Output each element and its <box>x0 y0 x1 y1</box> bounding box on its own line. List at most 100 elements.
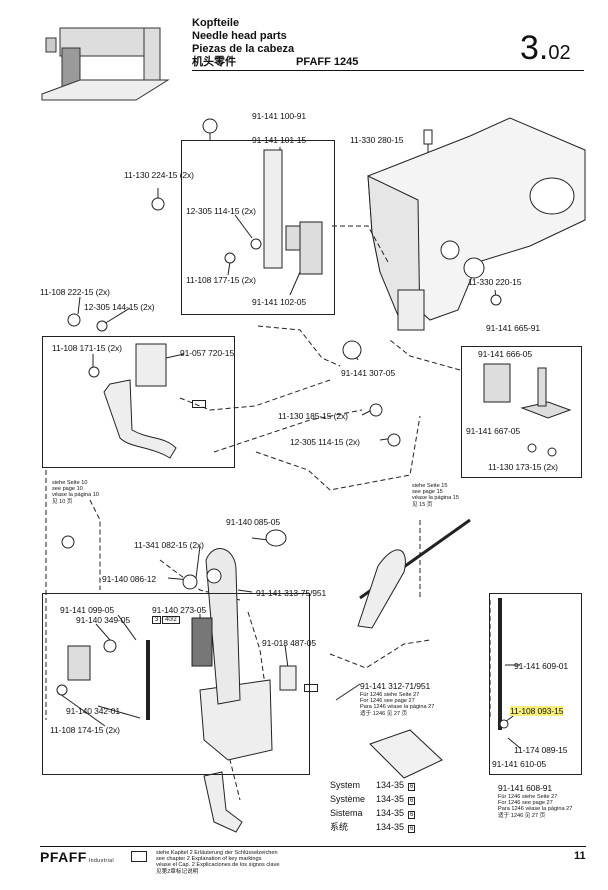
system-label: 系统 <box>330 822 349 832</box>
part-label: 91-057 720-15 <box>180 348 234 358</box>
part-label-highlighted: 11-108 093-15 <box>510 706 564 716</box>
part-label: 91-141 313-75/951 <box>256 588 327 598</box>
note-line: see page 10 <box>52 486 83 493</box>
assembly-box-2 <box>42 336 235 468</box>
system-mark: 6 <box>408 811 416 819</box>
note-line: For 1246 see page 27 <box>360 698 415 705</box>
note-line: siehe Seite 10 <box>52 480 88 486</box>
legend-line: véase el Cap. 2 Explicaciones de los sig… <box>156 862 280 869</box>
system-mark: 6 <box>408 783 416 791</box>
note-line: véase la página 15 <box>412 495 459 502</box>
page-section-major: 3. <box>520 29 549 67</box>
note-line: 见 10 页 <box>52 498 73 505</box>
system-value: 134-35 <box>376 822 405 832</box>
part-label: 91-141 101-15 <box>252 135 306 145</box>
note-line: For 1246 see page 27 <box>498 800 553 807</box>
legend-line: see chapter 2 Explanation of key marking… <box>156 856 262 863</box>
part-label: 11-174 089-15 <box>514 745 568 755</box>
part-label: 11-108 177-15 (2x) <box>186 275 256 285</box>
system-value: 134-35 <box>376 794 405 804</box>
title-es: Piezas de la cabeza <box>192 43 295 55</box>
note-line: Para 1246 véase la página 27 <box>360 704 435 711</box>
part-label: 91-140 342-01 <box>66 706 120 716</box>
system-label: System <box>330 780 361 790</box>
part-label: 11-130 173-15 (2x) <box>488 462 558 472</box>
part-label: 11-130 185-15 (2x) <box>278 411 348 421</box>
part-label: 11-330 280-15 <box>350 135 404 145</box>
small-flag-1 <box>192 400 206 408</box>
part-label: 12-305 114-15 (2x) <box>290 437 360 447</box>
assembly-box-1 <box>181 140 335 315</box>
note-line: siehe Seite 15 <box>412 483 448 489</box>
part-label: 91-018 487-05 <box>262 638 316 648</box>
header-rule <box>192 70 584 71</box>
part-label: 91-141 099-05 <box>60 605 114 615</box>
legend-line: 见第2章标记说明 <box>156 868 199 875</box>
part-label: 91-140 349-05 <box>76 615 130 625</box>
note-for-1246-b: Für 1246 siehe Seite 27 For 1246 see pag… <box>498 794 572 819</box>
part-label: 91-141 102-05 <box>252 297 306 307</box>
legend-key-box <box>131 851 147 862</box>
system-mark: 6 <box>408 797 416 805</box>
brand-name: PFAFF <box>40 849 87 865</box>
part-label: 91-141 667-05 <box>466 426 520 436</box>
note-for-1246-a: Für 1246 siehe Seite 27 For 1246 see pag… <box>360 692 434 717</box>
part-label: 11-108 222-15 (2x) <box>40 287 110 297</box>
title-zh: 机头零件 <box>192 56 236 68</box>
note-see-page-10: siehe Seite 10 see page 10 véase la pági… <box>52 480 99 505</box>
model-name: PFAFF 1245 <box>296 56 359 68</box>
part-label: 12-305 114-15 (2x) <box>186 206 256 216</box>
part-label: 91-141 100-91 <box>252 111 306 121</box>
system-value: 134-35 <box>376 808 405 818</box>
note-line: Für 1246 siehe Seite 27 <box>360 692 420 698</box>
note-line: 适于 1246 见 27 页 <box>498 812 546 819</box>
part-label: 11-108 174-15 (2x) <box>50 725 120 735</box>
part-label: 91-140 085-05 <box>226 517 280 527</box>
note-see-page-15: siehe Seite 15 see page 15 véase la pági… <box>412 483 459 508</box>
brand-sub: Industrial <box>88 858 115 864</box>
system-label: Système <box>330 794 366 804</box>
note-line: véase la página 10 <box>52 492 99 499</box>
part-label: 91-140 273-05 <box>152 605 206 615</box>
legend-line: siehe Kapitel 2 Erläuterung der Schlüsse… <box>156 850 278 856</box>
note-line: Für 1246 siehe Seite 27 <box>498 794 558 800</box>
part-label: 91-141 609-01 <box>514 661 568 671</box>
machine-thumbnail <box>40 14 170 102</box>
system-value: 134-35 <box>376 780 405 790</box>
footer-legend: siehe Kapitel 2 Erläuterung der Schlüsse… <box>156 850 279 875</box>
assembly-box-5 <box>489 593 582 775</box>
part-label: 91-140 086-12 <box>102 574 156 584</box>
footer-rule <box>40 846 586 847</box>
part-label: 91-141 307-05 <box>341 368 395 378</box>
note-line: 见 15 页 <box>412 501 433 508</box>
title-en: Needle head parts <box>192 30 287 42</box>
system-label: Sistema <box>330 808 363 818</box>
assembly-box-3 <box>461 346 582 478</box>
note-line: 适于 1246 见 27 页 <box>360 710 408 717</box>
small-key-box-b: 40/2 <box>162 616 180 624</box>
page-number: 11 <box>574 850 586 862</box>
part-label: 12-305 144-15 (2x) <box>84 302 155 312</box>
part-label: 91-141 665-91 <box>486 323 540 333</box>
system-mark: 6 <box>408 825 416 833</box>
part-label: 91-141 610-05 <box>492 759 546 769</box>
note-line: see page 15 <box>412 489 443 496</box>
part-label: 11-330 220-15 <box>468 277 522 287</box>
part-label: 91-141 312-71/951 <box>360 681 431 691</box>
small-key-box-a: 3 <box>152 616 162 624</box>
note-line: Para 1246 véase la página 27 <box>498 806 573 813</box>
part-label: 11-341 082-15 (2x) <box>134 540 204 550</box>
page-section-number: 3.02 <box>520 28 571 73</box>
small-flag-2 <box>304 684 318 692</box>
part-label: 11-130 224-15 (2x) <box>124 170 194 180</box>
part-label: 91-141 608-91 <box>498 783 552 793</box>
part-label: 11-108 171-15 (2x) <box>52 343 122 353</box>
part-label: 91-141 666-05 <box>478 349 532 359</box>
